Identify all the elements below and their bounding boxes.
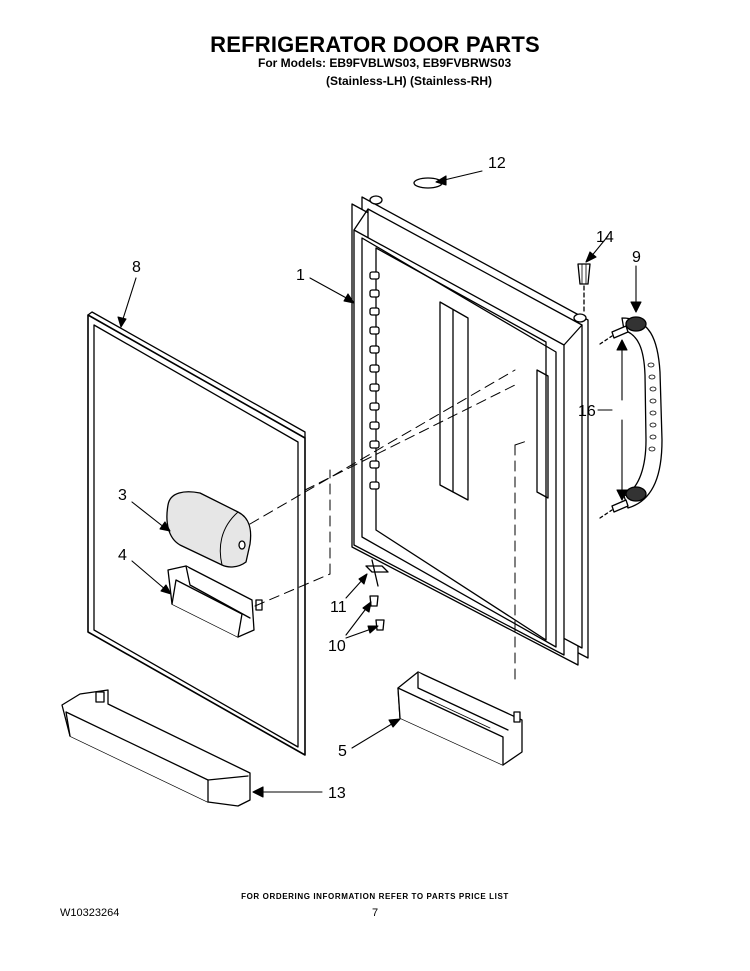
- callout-leader-lines: [117, 170, 642, 798]
- dispenser-cover-part: [166, 491, 252, 568]
- hinge-pin-part: [365, 559, 389, 587]
- callout-9: 9: [632, 249, 641, 266]
- callout-8: 8: [132, 259, 141, 276]
- hinge-bushing-part: [577, 263, 591, 313]
- page-number: 7: [372, 907, 379, 919]
- callout-3: 3: [118, 487, 127, 504]
- door-bin-left-part: [61, 689, 251, 807]
- door-frame-part: [351, 195, 589, 666]
- callout-1: 1: [296, 267, 305, 284]
- model-numbers: For Models: EB9FVBLWS03, EB9FVBRWS03: [258, 56, 512, 70]
- handle-screws-part: [599, 325, 629, 519]
- page-title: REFRIGERATOR DOOR PARTS: [210, 32, 540, 57]
- callout-14: 14: [596, 229, 614, 246]
- model-variants: (Stainless-LH) (Stainless-RH): [326, 74, 493, 88]
- handle-part: [621, 316, 663, 509]
- shelf-retainer-tabs: [369, 271, 380, 490]
- callout-12: 12: [488, 155, 506, 172]
- screws-part: [369, 595, 385, 631]
- document-number: W10323264: [60, 907, 120, 919]
- assembly-guide-lines: [249, 369, 531, 681]
- door-bin-right-part: [397, 671, 523, 766]
- bin-bracket-part: [167, 565, 263, 638]
- callout-5: 5: [338, 743, 347, 760]
- callout-10: 10: [328, 638, 346, 655]
- callout-11: 11: [330, 599, 347, 616]
- callout-16: 16: [578, 403, 596, 420]
- ordering-note: FOR ORDERING INFORMATION REFER TO PARTS …: [241, 892, 509, 901]
- callout-4: 4: [118, 547, 127, 564]
- callout-13: 13: [328, 785, 346, 802]
